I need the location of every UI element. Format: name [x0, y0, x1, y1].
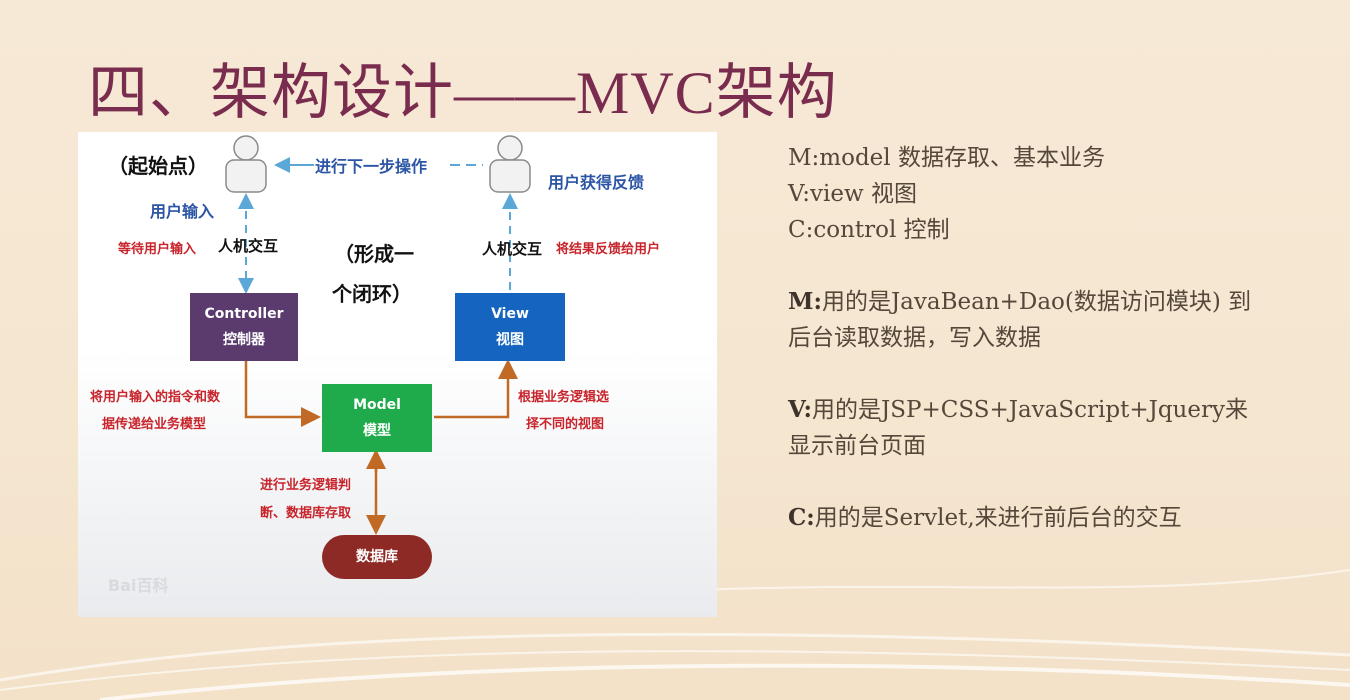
- controller-to-model-arrow: [244, 361, 321, 427]
- controller-cn: 控制器: [223, 332, 265, 348]
- mvc-diagram: （起始点） 进行下一步操作 用户获得反馈 用户输入 人机交互 等待用户输入 （形…: [78, 132, 717, 617]
- next-step-label: 进行下一步操作: [315, 157, 428, 176]
- ctrl-model-label-2: 据传递给业务模型: [102, 417, 207, 432]
- note-v-label: V:: [788, 396, 813, 423]
- wait-input-label: 等待用户输入: [118, 242, 197, 257]
- model-box: Model 模型: [322, 384, 432, 452]
- background-swoosh: [0, 569, 1350, 700]
- note-c-label: C:: [788, 504, 815, 531]
- note-m-text: 用的是JavaBean+Dao(数据访问模块) 到后台读取数据，写入数据: [788, 289, 1252, 351]
- hci-left-label: 人机交互: [218, 237, 279, 255]
- note-v: V:view 视图: [788, 181, 918, 207]
- slide-title: 四、架构设计——MVC架构: [88, 44, 838, 131]
- title-main: 四、架构设计: [88, 58, 454, 128]
- user-icon-left: [225, 135, 267, 193]
- model-db-label-2: 断、数据库存取: [260, 506, 352, 521]
- note-c-text: 用的是Servlet,来进行前后台的交互: [814, 505, 1182, 531]
- note-c-detail: C:用的是Servlet,来进行前后台的交互: [788, 500, 1258, 536]
- database-label: 数据库: [356, 549, 398, 565]
- start-point-label: （起始点）: [108, 154, 208, 178]
- diagram-connectors: [225, 135, 531, 535]
- note-c: C:control 控制: [788, 217, 950, 243]
- database-box: 数据库: [322, 535, 432, 579]
- controller-name: Controller: [204, 306, 284, 322]
- view-cn: 视图: [496, 332, 524, 348]
- note-v-text: 用的是JSP+CSS+JavaScript+Jquery来显示前台页面: [788, 397, 1248, 459]
- hci-right-label: 人机交互: [482, 240, 543, 258]
- note-m: M:model 数据存取、基本业务: [788, 145, 1105, 171]
- user-icon-right: [489, 135, 531, 193]
- baike-watermark: Bai百科: [108, 576, 169, 595]
- user-feedback-label: 用户获得反馈: [548, 173, 645, 192]
- note-v-detail: V:用的是JSP+CSS+JavaScript+Jquery来显示前台页面: [788, 392, 1258, 464]
- controller-box: Controller 控制器: [190, 293, 298, 361]
- loop-label-2: 个闭环）: [332, 282, 412, 306]
- mvc-notes: M:model 数据存取、基本业务 V:view 视图 C:control 控制…: [788, 140, 1258, 536]
- view-box: View 视图: [455, 293, 565, 361]
- ctrl-model-label-1: 将用户输入的指令和数: [90, 390, 221, 405]
- loop-label-1: （形成一: [334, 242, 414, 266]
- feedback-result-label: 将结果反馈给用户: [556, 242, 661, 257]
- user-input-label: 用户输入: [150, 202, 215, 221]
- model-db-label-1: 进行业务逻辑判: [260, 478, 352, 493]
- title-dash: ——: [454, 60, 576, 126]
- model-view-label-1: 根据业务逻辑选: [518, 390, 610, 405]
- title-sub: MVC架构: [576, 60, 838, 126]
- note-m-label: M:: [788, 288, 822, 315]
- note-m-detail: M:用的是JavaBean+Dao(数据访问模块) 到后台读取数据，写入数据: [788, 284, 1258, 356]
- view-name: View: [491, 306, 529, 322]
- model-name: Model: [353, 397, 401, 413]
- model-view-label-2: 择不同的视图: [526, 417, 605, 432]
- model-cn: 模型: [363, 423, 391, 439]
- model-to-view-arrow: [434, 359, 518, 419]
